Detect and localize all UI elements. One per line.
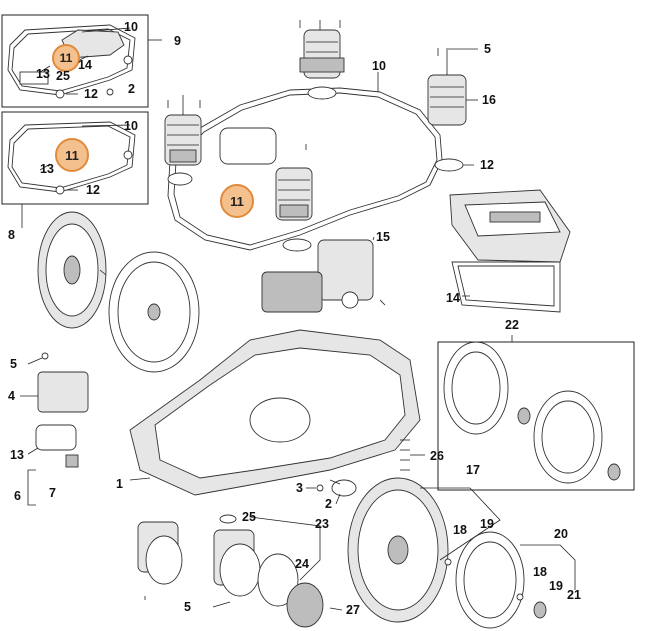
sensor-16-left	[164, 95, 202, 166]
callout-18: 18	[453, 523, 467, 537]
callout-13: 13	[40, 162, 54, 176]
callout-14: 14	[446, 291, 460, 305]
highlight-callout-11-top: 11	[52, 44, 80, 72]
callout-5: 5	[184, 600, 191, 614]
wheel-motor-23	[137, 514, 343, 628]
callout-2: 2	[325, 497, 332, 511]
callout-4: 4	[8, 389, 15, 403]
callout-19: 19	[480, 517, 494, 531]
highlight-callout-11-main: 11	[220, 184, 254, 218]
callout-27: 27	[346, 603, 360, 617]
callout-16: 16	[482, 93, 496, 107]
sensor-16-right	[427, 48, 478, 126]
callout-13: 13	[10, 448, 24, 462]
callout-18: 18	[533, 565, 547, 579]
screws	[167, 20, 439, 471]
callout-23: 23	[315, 517, 329, 531]
left-wheel	[37, 211, 200, 373]
callout-5: 5	[10, 357, 17, 371]
callout-22: 22	[505, 318, 519, 332]
callout-20: 20	[554, 527, 568, 541]
callout-2: 2	[128, 82, 135, 96]
callout-7: 7	[49, 486, 56, 500]
sensor-16-top	[299, 20, 345, 79]
callout-6: 6	[14, 489, 21, 503]
callout-13: 13	[36, 67, 50, 81]
highlight-callout-11-middle: 11	[55, 138, 89, 172]
hub-cap-20	[455, 531, 576, 629]
callout-12: 12	[86, 183, 100, 197]
callout-21: 21	[567, 588, 581, 602]
callout-3: 3	[296, 481, 303, 495]
callout-12: 12	[480, 158, 494, 172]
chassis-1	[129, 329, 421, 496]
callout-1: 1	[116, 477, 123, 491]
callout-17: 17	[466, 463, 480, 477]
callout-9: 9	[174, 34, 181, 48]
callout-10: 10	[124, 119, 138, 133]
callout-10: 10	[372, 59, 386, 73]
callout-25: 25	[242, 510, 256, 524]
box-22	[437, 335, 635, 491]
callout-5: 5	[484, 42, 491, 56]
callout-24: 24	[295, 557, 309, 571]
bracket-4	[20, 352, 89, 506]
drive-motor-15	[261, 236, 386, 313]
sensor-16-center	[275, 167, 313, 221]
callout-19: 19	[549, 579, 563, 593]
control-panel	[449, 189, 571, 313]
callout-12: 12	[84, 87, 98, 101]
drive-wheel-17	[347, 477, 501, 623]
callout-8: 8	[8, 228, 15, 242]
callout-15: 15	[376, 230, 390, 244]
parts-2-3	[306, 479, 357, 505]
callout-14: 14	[78, 58, 92, 72]
callout-10: 10	[124, 20, 138, 34]
callout-25: 25	[56, 69, 70, 83]
callout-26: 26	[430, 449, 444, 463]
